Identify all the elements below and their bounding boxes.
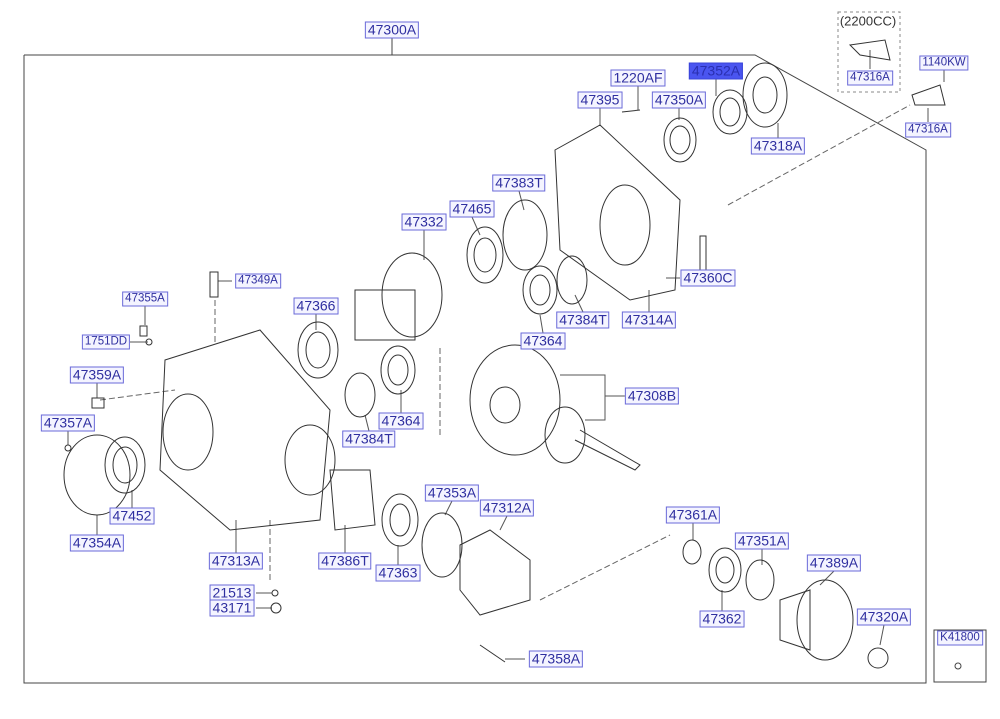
label-1751DD[interactable]: 1751DD xyxy=(81,334,131,350)
label-47354A[interactable]: 47354A xyxy=(69,534,125,552)
label-47363[interactable]: 47363 xyxy=(375,564,421,582)
label-43171[interactable]: 43171 xyxy=(209,599,255,617)
label-47362[interactable]: 47362 xyxy=(699,610,745,628)
label-47364[interactable]: 47364 xyxy=(378,412,424,430)
label-47313A[interactable]: 47313A xyxy=(208,552,264,570)
seal-47318A xyxy=(742,62,788,128)
label-47332[interactable]: 47332 xyxy=(401,213,447,231)
label-47452[interactable]: 47452 xyxy=(109,507,155,525)
label-47350A[interactable]: 47350A xyxy=(651,91,707,109)
assembly-frame xyxy=(23,54,927,684)
label-47318A[interactable]: 47318A xyxy=(750,137,806,155)
label-47349A[interactable]: 47349A xyxy=(235,273,281,289)
label-47359A[interactable]: 47359A xyxy=(69,366,125,384)
label-47316A[interactable]: 47316A xyxy=(905,122,951,138)
label-47308B[interactable]: 47308B xyxy=(624,387,680,405)
label-47360C[interactable]: 47360C xyxy=(680,269,736,287)
label-47364[interactable]: 47364 xyxy=(520,332,566,350)
label-47320A[interactable]: 47320A xyxy=(856,608,912,626)
label-47351A[interactable]: 47351A xyxy=(734,532,790,550)
label-47384T[interactable]: 47384T xyxy=(556,311,610,329)
label-1220AF[interactable]: 1220AF xyxy=(610,69,666,87)
label-1140KW[interactable]: 1140KW xyxy=(919,55,969,71)
label-47383T[interactable]: 47383T xyxy=(492,174,546,192)
label-47352A-selected[interactable]: 47352A xyxy=(688,62,744,80)
label-K41800[interactable]: K41800 xyxy=(937,630,983,646)
label-47358A[interactable]: 47358A xyxy=(528,650,584,668)
variant-note: (2200CC) xyxy=(839,13,897,29)
label-47312A[interactable]: 47312A xyxy=(479,499,535,517)
label-47386T[interactable]: 47386T xyxy=(318,552,372,570)
label-47389A[interactable]: 47389A xyxy=(806,554,862,572)
label-47361A[interactable]: 47361A xyxy=(665,506,721,524)
label-47465[interactable]: 47465 xyxy=(449,200,495,218)
label-47384T[interactable]: 47384T xyxy=(342,430,396,448)
label-47357A[interactable]: 47357A xyxy=(40,414,96,432)
label-21513[interactable]: 21513 xyxy=(209,584,255,602)
label-47395[interactable]: 47395 xyxy=(577,91,623,109)
label-47355A[interactable]: 47355A xyxy=(122,291,168,307)
label-47316A-variant[interactable]: 47316A xyxy=(847,70,893,86)
label-47300A[interactable]: 47300A xyxy=(364,21,420,39)
label-47353A[interactable]: 47353A xyxy=(424,484,480,502)
label-47366[interactable]: 47366 xyxy=(293,297,339,315)
label-47314A[interactable]: 47314A xyxy=(621,311,677,329)
